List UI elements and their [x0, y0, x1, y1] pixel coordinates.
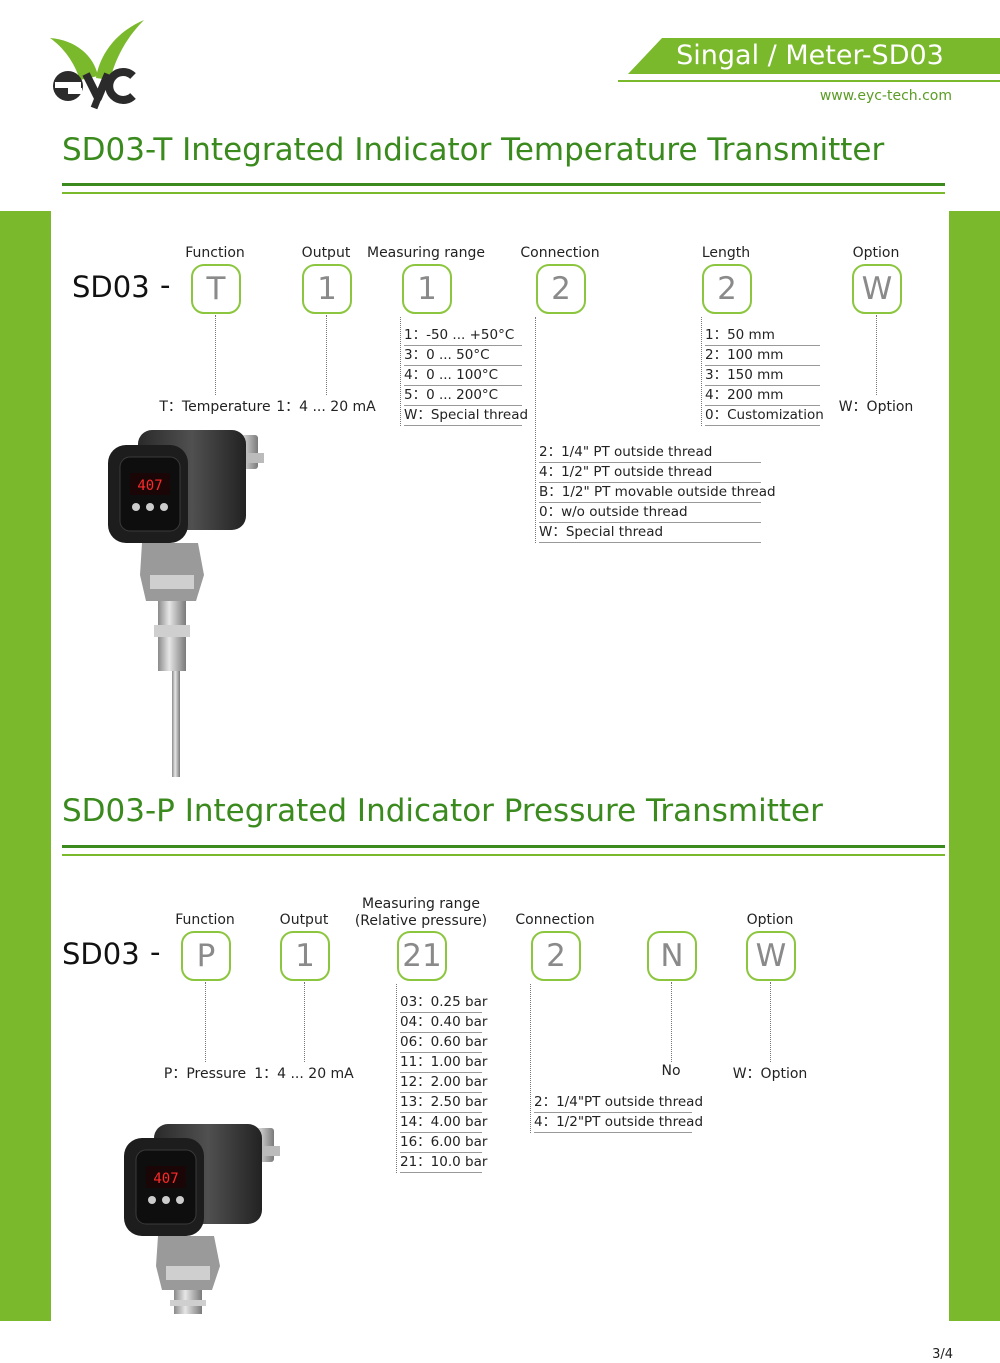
section-t-option-label: Option: [852, 245, 900, 261]
section-t-option-code: W: [852, 264, 902, 314]
brand-text: eyc: [46, 18, 48, 19]
section-p-connection-code: 2: [531, 931, 581, 981]
list-item: 3：0 ... 50°C: [404, 346, 522, 366]
section-t-output-label: Output: [301, 245, 351, 261]
section-t-range-label: Measuring range: [366, 245, 485, 261]
section-p-function-label: Function: [175, 912, 235, 928]
section-t-function-code: T: [191, 264, 241, 314]
section-p-n-leader: [671, 982, 672, 1062]
section-t-option-desc: W：Option: [838, 399, 914, 415]
section-t-function-label: Function: [185, 245, 245, 261]
section-p-connection-label: Connection: [515, 912, 595, 928]
section-p-n-desc: No: [661, 1063, 681, 1079]
list-item: 0：w/o outside thread: [539, 503, 761, 523]
section-t-connection-code: 2: [536, 264, 586, 314]
list-item: 2：1/4"PT outside thread: [534, 1093, 703, 1113]
section-t-output-desc: 1：4 ... 20 mA: [276, 399, 376, 415]
section-p-model: SD03: [62, 937, 140, 971]
list-item: 5：0 ... 200°C: [404, 386, 522, 406]
list-item: 03：0.25 bar: [400, 993, 487, 1013]
pressure-display-reading: 407: [153, 1171, 178, 1187]
list-item: 14：4.00 bar: [400, 1113, 487, 1133]
section-p-function-desc: P：Pressure: [163, 1066, 247, 1082]
list-item: 12：2.00 bar: [400, 1073, 487, 1093]
section-t-function-desc: T：Temperature: [159, 399, 271, 415]
list-item: B：1/2" PT movable outside thread: [539, 483, 776, 503]
section-t-output-code: 1: [302, 264, 352, 314]
section-p-range-options: 03：0.25 bar 04：0.40 bar 06：0.60 bar 11：1…: [396, 984, 487, 1173]
section-t-dash: -: [160, 268, 171, 302]
list-item: 2：1/4" PT outside thread: [539, 443, 761, 463]
section-p-range-label-sub: (Relative pressure): [354, 913, 488, 929]
list-item: 2：100 mm: [705, 346, 820, 366]
section-p-rule-light: [62, 854, 945, 856]
list-item: 4：1/2"PT outside thread: [534, 1113, 703, 1133]
section-t-connection-options: 2：1/4" PT outside thread 4：1/2" PT outsi…: [535, 317, 776, 543]
list-item: 1：-50 ... +50°C: [404, 326, 522, 346]
pressure-transmitter-image: 407: [118, 1120, 283, 1320]
section-t-range-options: 1：-50 ... +50°C 3：0 ... 50°C 4：0 ... 100…: [400, 317, 528, 426]
section-p-connection-options: 2：1/4"PT outside thread 4：1/2"PT outside…: [530, 984, 703, 1133]
section-p-function-leader: [205, 982, 206, 1062]
section-t-title: SD03-T Integrated Indicator Temperature …: [62, 132, 885, 168]
header-divider: [618, 80, 1000, 82]
list-item: W：Special thread: [539, 523, 761, 543]
left-sidebar-bar: [0, 211, 51, 1321]
list-item: 04：0.40 bar: [400, 1013, 487, 1033]
section-p-output-desc: 1：4 ... 20 mA: [254, 1066, 354, 1082]
header-band: [628, 38, 1000, 74]
section-p-output-code: 1: [280, 931, 330, 981]
section-t-option-leader: [876, 315, 877, 395]
section-p-function-code: P: [181, 931, 231, 981]
section-p-option-leader: [770, 982, 771, 1062]
section-t-output-leader: [326, 315, 327, 395]
list-item: 3：150 mm: [705, 366, 820, 386]
section-t-range-code: 1: [402, 264, 452, 314]
header-title: Singal / Meter-SD03: [676, 40, 944, 71]
list-item: 4：0 ... 100°C: [404, 366, 522, 386]
section-t-rule-light: [62, 192, 945, 194]
temperature-transmitter-image: 407: [100, 425, 270, 785]
right-sidebar-bar: [949, 211, 1000, 1321]
list-item: 06：0.60 bar: [400, 1033, 487, 1053]
section-p-dash: -: [150, 935, 161, 969]
section-p-n-code: N: [647, 931, 697, 981]
eyc-logo: eyc: [46, 18, 146, 110]
section-t-rule-dark: [62, 183, 945, 186]
list-item: 13：2.50 bar: [400, 1093, 487, 1113]
section-p-option-desc: W：Option: [732, 1066, 808, 1082]
list-item: 0：Customization: [705, 406, 824, 426]
website-url[interactable]: www.eyc-tech.com: [819, 88, 952, 104]
list-item: 1：50 mm: [705, 326, 820, 346]
section-t-length-label: Length: [701, 245, 751, 261]
list-item: W：Special thread: [404, 406, 528, 426]
section-t-function-leader: [215, 315, 216, 395]
section-t-connection-label: Connection: [520, 245, 600, 261]
list-item: 11：1.00 bar: [400, 1053, 487, 1073]
section-t-model: SD03: [72, 270, 150, 304]
section-p-title: SD03-P Integrated Indicator Pressure Tra…: [62, 793, 823, 829]
section-p-option-label: Option: [746, 912, 794, 928]
list-item: 16：6.00 bar: [400, 1133, 487, 1153]
section-p-output-label: Output: [279, 912, 329, 928]
list-item: 4：200 mm: [705, 386, 820, 406]
temperature-display-reading: 407: [137, 478, 162, 494]
list-item: 21：10.0 bar: [400, 1153, 487, 1173]
page-number: 3/4: [932, 1347, 953, 1362]
list-item: 4：1/2" PT outside thread: [539, 463, 761, 483]
section-t-length-code: 2: [702, 264, 752, 314]
section-p-rule-dark: [62, 845, 945, 848]
section-p-range-label: Measuring range: [361, 896, 480, 912]
section-p-range-code: 21: [397, 931, 447, 981]
section-t-length-options: 1：50 mm 2：100 mm 3：150 mm 4：200 mm 0：Cus…: [701, 317, 824, 426]
section-p-output-leader: [304, 982, 305, 1062]
section-p-option-code: W: [746, 931, 796, 981]
